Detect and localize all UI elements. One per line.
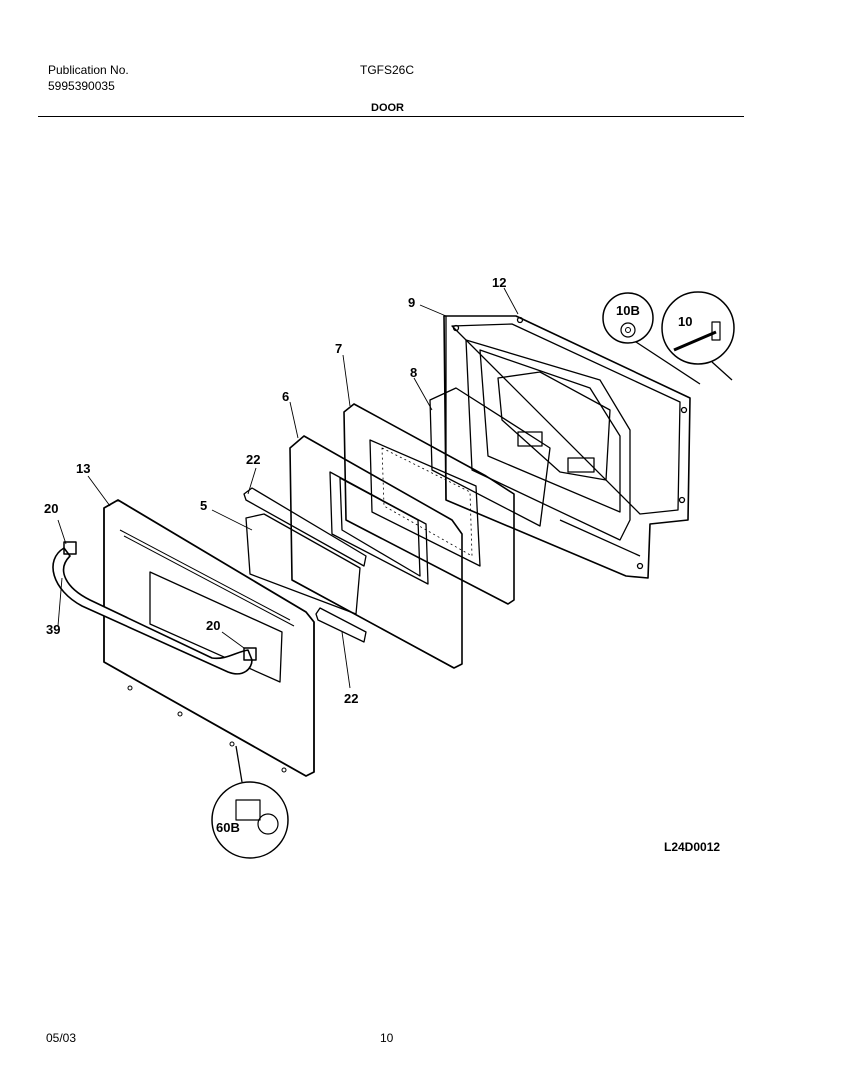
footer-page-number: 10 [380, 1031, 394, 1045]
handle-mount-left [63, 541, 77, 555]
model-number: TGFS26C [360, 63, 415, 77]
callout-20-right: 20 [206, 618, 221, 633]
publication-number: 5995390035 [48, 79, 115, 93]
insulation-panel [429, 387, 551, 527]
footer-date: 05/03 [46, 1031, 77, 1045]
handle-mount-right [243, 647, 257, 661]
callout-5: 5 [200, 498, 208, 513]
drawing-code: L24D0012 [664, 840, 721, 854]
outer-glass [245, 513, 361, 615]
header-divider [38, 116, 744, 117]
callout-9: 9 [408, 295, 416, 310]
inner-door-liner [289, 435, 463, 669]
outer-door-panel [103, 499, 315, 777]
callout-39: 39 [46, 622, 61, 637]
top-trim-strip [243, 487, 367, 567]
inner-glass-panel [343, 403, 515, 605]
callout-22-top: 22 [246, 452, 261, 467]
callout-7: 7 [335, 341, 343, 356]
screw-detail-10 [661, 291, 735, 381]
callout-6: 6 [282, 389, 290, 404]
callout-13: 13 [76, 461, 91, 476]
door-handle [52, 547, 253, 675]
bottom-trim-strip [315, 607, 367, 643]
callout-10: 10 [678, 314, 693, 329]
callout-12: 12 [492, 275, 507, 290]
leader-lines [57, 287, 519, 689]
callout-20-left: 20 [44, 501, 59, 516]
screw-detail-60b [211, 745, 289, 859]
washer-detail-10b [602, 292, 701, 385]
inner-door-frame [443, 315, 691, 579]
bottom-screws [127, 685, 287, 773]
callout-8: 8 [410, 365, 418, 380]
callout-22-bottom: 22 [344, 691, 359, 706]
callout-60b: 60B [216, 820, 240, 835]
publication-label: Publication No. [48, 63, 129, 77]
section-title: DOOR [371, 102, 404, 114]
callout-10b: 10B [616, 303, 640, 318]
